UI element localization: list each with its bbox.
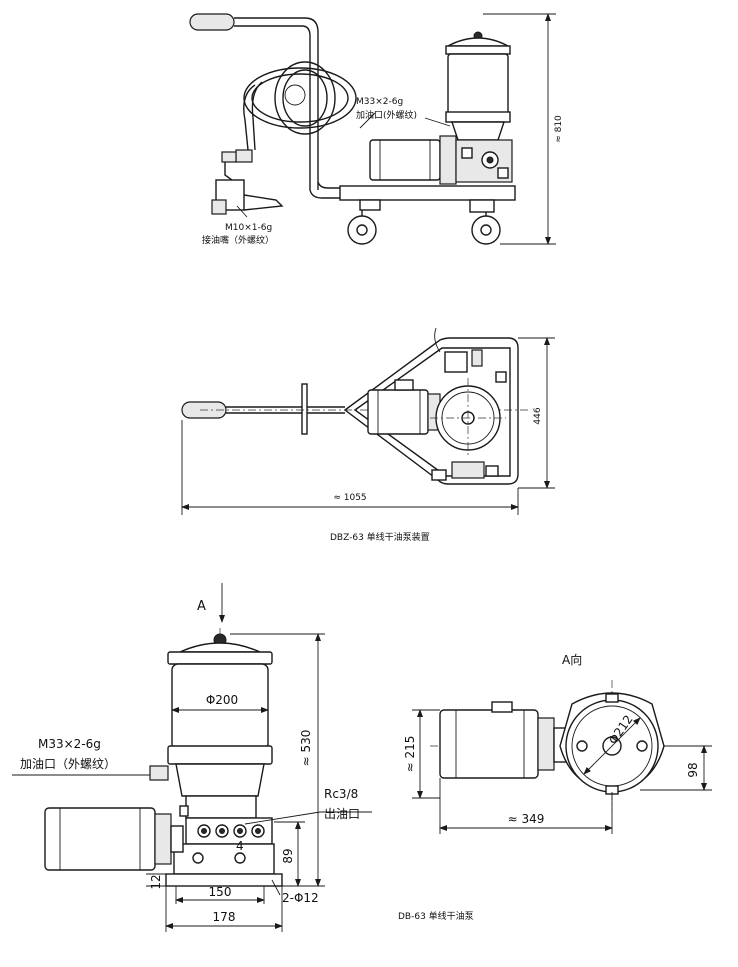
rear-caster [469,199,501,245]
handle-grip [189,13,235,31]
pump-body-side [455,139,513,183]
dim-178: 178 [213,910,236,924]
dim-530: ≈ 530 [299,730,313,767]
label-outlet-thread: Rc3/8 [324,787,358,801]
motor-plan [367,379,441,435]
dim-holes: 2-Φ12 [282,891,319,905]
label-fill-port-front: 加油口（外螺纹） [20,757,116,771]
label-outlet: 出油口 [324,807,360,821]
filler-nipple [149,765,169,781]
label-fill-port: 加油口(外螺纹) [356,109,417,121]
a-view-title: A向 [562,652,582,667]
hose-coil [243,67,357,129]
handle-bar [234,17,319,190]
valve-plan [451,461,485,479]
grease-nozzle [211,149,284,215]
filler-plan [444,351,468,373]
dim-150: 150 [209,885,232,899]
dim-d200: Φ200 [206,693,238,707]
label-nozzle-thread: M10×1-6g [225,223,272,233]
dim-215: ≈ 215 [403,736,417,773]
cart-base-frame [339,185,516,201]
front-caster [347,199,381,245]
pump-base [173,843,275,875]
reservoir-front [171,663,269,751]
caption-db63: DB-63 单线干油泵 [398,910,474,922]
handle-crossbar [301,383,308,435]
label-fill-thread-front: M33×2-6g [38,737,101,751]
dim-line-d212 [583,717,641,775]
reservoir-plan [430,378,506,458]
reservoir-side [445,31,511,141]
lid-dome [179,642,261,653]
caption-dbz63: DBZ-63 单线干油泵装置 [330,531,430,543]
reservoir-base [167,745,273,765]
frame-plan [343,337,519,485]
dim-89: 89 [281,848,295,863]
dim-4: 4 [236,839,244,853]
pump-front-view: A Φ200 M33×2-6g 加油口（外螺纹） [12,583,372,932]
dim-1055: ≈ 1055 [333,493,366,503]
cart-side-view: M33×2-6g 加油口(外螺纹) M10×1-6g 接油嘴（外螺纹） ≈ 81… [189,13,564,246]
base-plate [165,873,283,887]
lid-rim [167,651,273,665]
dim-349: ≈ 349 [508,812,545,826]
label-nozzle: 接油嘴（外螺纹） [202,234,274,246]
dim-12: 12 [149,874,163,889]
pump-a-view: A向 Φ212 ≈ 215 ≈ 349 [398,652,712,922]
pump-housing [175,763,265,797]
label-fill-thread: M33×2-6g [356,97,403,107]
arrow-label-a: A [197,599,206,614]
cart-plan-view: 446 ≈ 1055 DBZ-63 单线干油泵装置 [181,327,555,543]
motor-front [44,807,184,871]
dim-446: 446 [533,407,543,424]
motor-side [369,135,457,185]
dim-98: 98 [686,762,700,777]
motor-a-view [439,701,567,779]
dim-810: ≈ 810 [554,115,564,143]
